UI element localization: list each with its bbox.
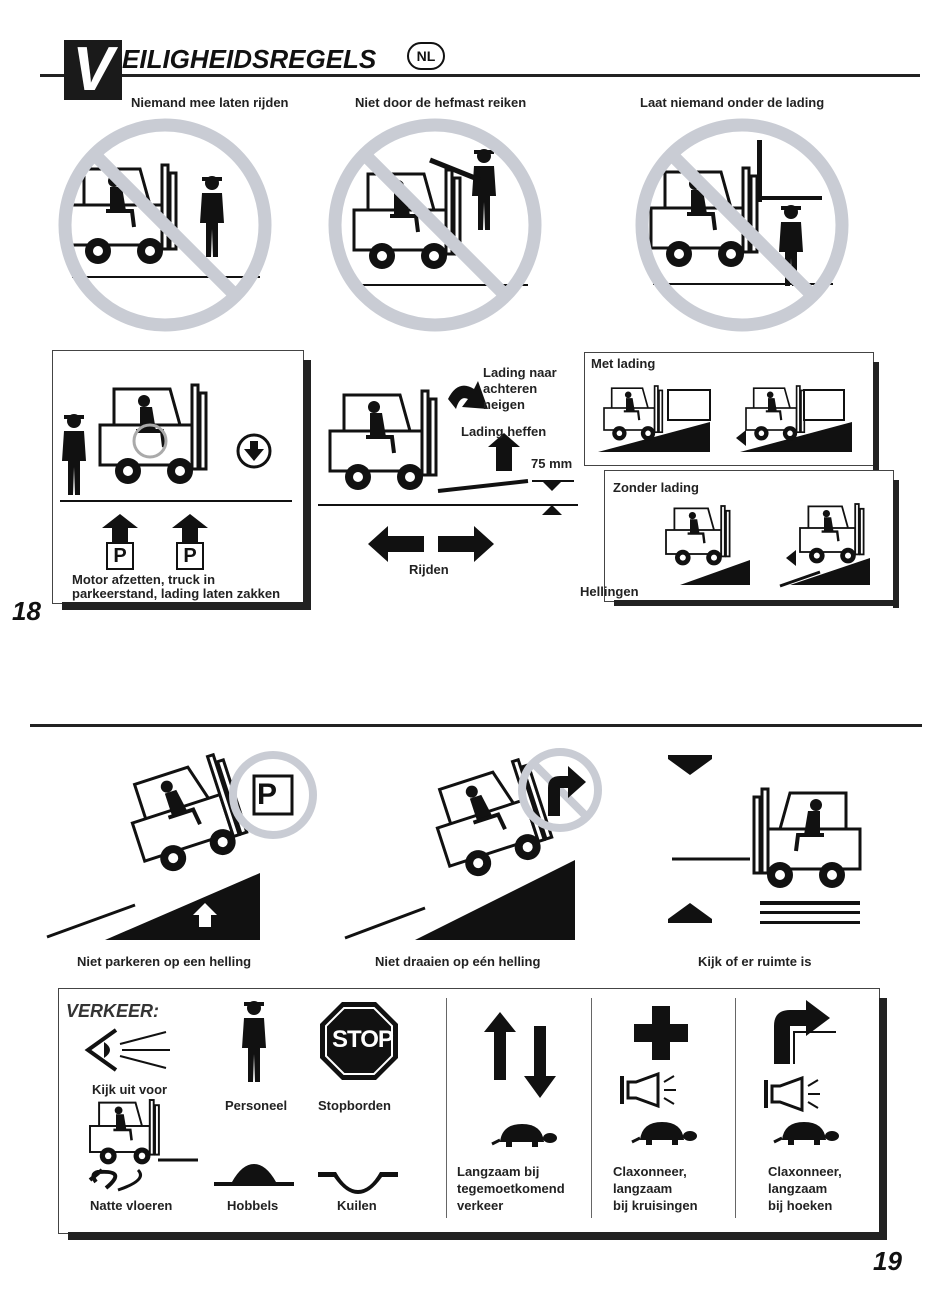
horn-icon bbox=[620, 1072, 678, 1108]
personnel-label: Personeel bbox=[225, 1098, 288, 1113]
rule-no-passengers-label: Niemand mee laten rijden bbox=[131, 95, 289, 110]
corners-label-line3: bij hoeken bbox=[768, 1198, 833, 1213]
no-parking-slope-illustration bbox=[45, 750, 265, 940]
language-badge: NL bbox=[407, 42, 445, 70]
lift-arrow-icon bbox=[488, 433, 520, 471]
traffic-panel bbox=[58, 988, 880, 1234]
page-divider bbox=[30, 724, 922, 727]
clearance-illustration bbox=[668, 755, 862, 924]
crossings-label-line3: bij kruisingen bbox=[613, 1198, 698, 1213]
parking-sign-letter: P bbox=[257, 778, 278, 811]
traffic-heading: VERKEER: bbox=[66, 1001, 160, 1021]
oncoming-label-line1: Langzaam bij bbox=[457, 1164, 540, 1179]
lift-label: Lading heffen bbox=[461, 424, 547, 439]
arrow-up-icon bbox=[102, 514, 138, 542]
drive-label: Rijden bbox=[409, 562, 449, 577]
loaded-label: Met lading bbox=[591, 356, 656, 371]
parking-caption-line2: parkeerstand, lading laten zakken bbox=[72, 586, 281, 601]
no-passengers-illustration bbox=[60, 120, 270, 330]
turtle-icon bbox=[772, 1120, 841, 1147]
tilt-label-line2: achteren bbox=[483, 381, 538, 396]
unloaded-label: Zonder lading bbox=[613, 480, 699, 495]
parking-sign: P bbox=[106, 542, 134, 570]
unloaded-slope-illustration bbox=[664, 502, 870, 588]
driving-forklift-illustration bbox=[318, 381, 578, 515]
page-title: EILIGHEIDSREGELS bbox=[122, 44, 377, 74]
title-initial: V bbox=[64, 39, 122, 101]
parking-sign-icon bbox=[229, 751, 317, 839]
hole-icon bbox=[318, 1172, 398, 1194]
crossing-icon bbox=[634, 1006, 688, 1060]
corner-icon bbox=[774, 1000, 836, 1064]
parked-forklift-illustration bbox=[60, 383, 292, 502]
stop-sign-text: STOP bbox=[332, 1026, 394, 1053]
parking-caption-line1: Motor afzetten, truck in bbox=[72, 572, 216, 587]
corners-label-line2: langzaam bbox=[768, 1181, 828, 1196]
holes-label: Kuilen bbox=[337, 1198, 377, 1213]
page-number-left: 18 bbox=[12, 596, 41, 626]
header-rule bbox=[40, 74, 920, 77]
turtle-icon bbox=[490, 1122, 559, 1149]
eye-icon bbox=[84, 1028, 170, 1072]
height-label: 75 mm bbox=[531, 456, 573, 471]
page-number-right: 19 bbox=[873, 1246, 902, 1276]
turtle-icon bbox=[630, 1120, 699, 1147]
loaded-slope-illustration bbox=[598, 384, 852, 452]
tilt-label-line1: Lading naar bbox=[483, 365, 557, 380]
no-turning-slope-label: Niet draaien op eén helling bbox=[375, 954, 541, 969]
wet-floors-label: Natte vloeren bbox=[90, 1198, 173, 1213]
stop-signs-label: Stopborden bbox=[318, 1098, 391, 1113]
horn-icon bbox=[764, 1076, 822, 1112]
rule-no-reach-mast-label: Niet door de hefmast reiken bbox=[355, 95, 527, 110]
arrow-up-icon bbox=[172, 514, 208, 542]
lower-load-icon bbox=[236, 433, 272, 469]
drive-arrows-icon bbox=[368, 526, 494, 562]
no-turn-icon bbox=[518, 748, 602, 832]
crossings-label-line1: Claxonneer, bbox=[613, 1164, 687, 1179]
oncoming-traffic-icon bbox=[484, 1012, 556, 1098]
wet-floor-illustration bbox=[88, 1098, 198, 1192]
crossings-label-line2: langzaam bbox=[613, 1181, 673, 1196]
bump-icon bbox=[214, 1164, 294, 1186]
oncoming-label-line3: verkeer bbox=[457, 1198, 504, 1213]
no-turning-slope-illustration bbox=[344, 748, 602, 940]
parking-sign: P bbox=[176, 542, 204, 570]
tilt-label-line3: neigen bbox=[483, 397, 525, 412]
stop-sign-icon bbox=[320, 1002, 398, 1080]
no-under-load-illustration bbox=[637, 120, 847, 330]
oncoming-label-line2: tegemoetkomend bbox=[457, 1181, 565, 1196]
person-icon bbox=[242, 1001, 266, 1082]
rule-no-under-load-label: Laat niemand onder de lading bbox=[640, 95, 825, 110]
slopes-label: Hellingen bbox=[580, 584, 639, 599]
no-parking-slope-label: Niet parkeren op een helling bbox=[77, 954, 252, 969]
tilt-back-arrow-icon bbox=[448, 381, 488, 409]
clearance-label: Kijk of er ruimte is bbox=[698, 954, 812, 969]
bumps-label: Hobbels bbox=[227, 1198, 279, 1213]
look-ahead-label: Kijk uit voor bbox=[92, 1082, 168, 1097]
corners-label-line1: Claxonneer, bbox=[768, 1164, 842, 1179]
no-reach-mast-illustration bbox=[330, 120, 540, 330]
